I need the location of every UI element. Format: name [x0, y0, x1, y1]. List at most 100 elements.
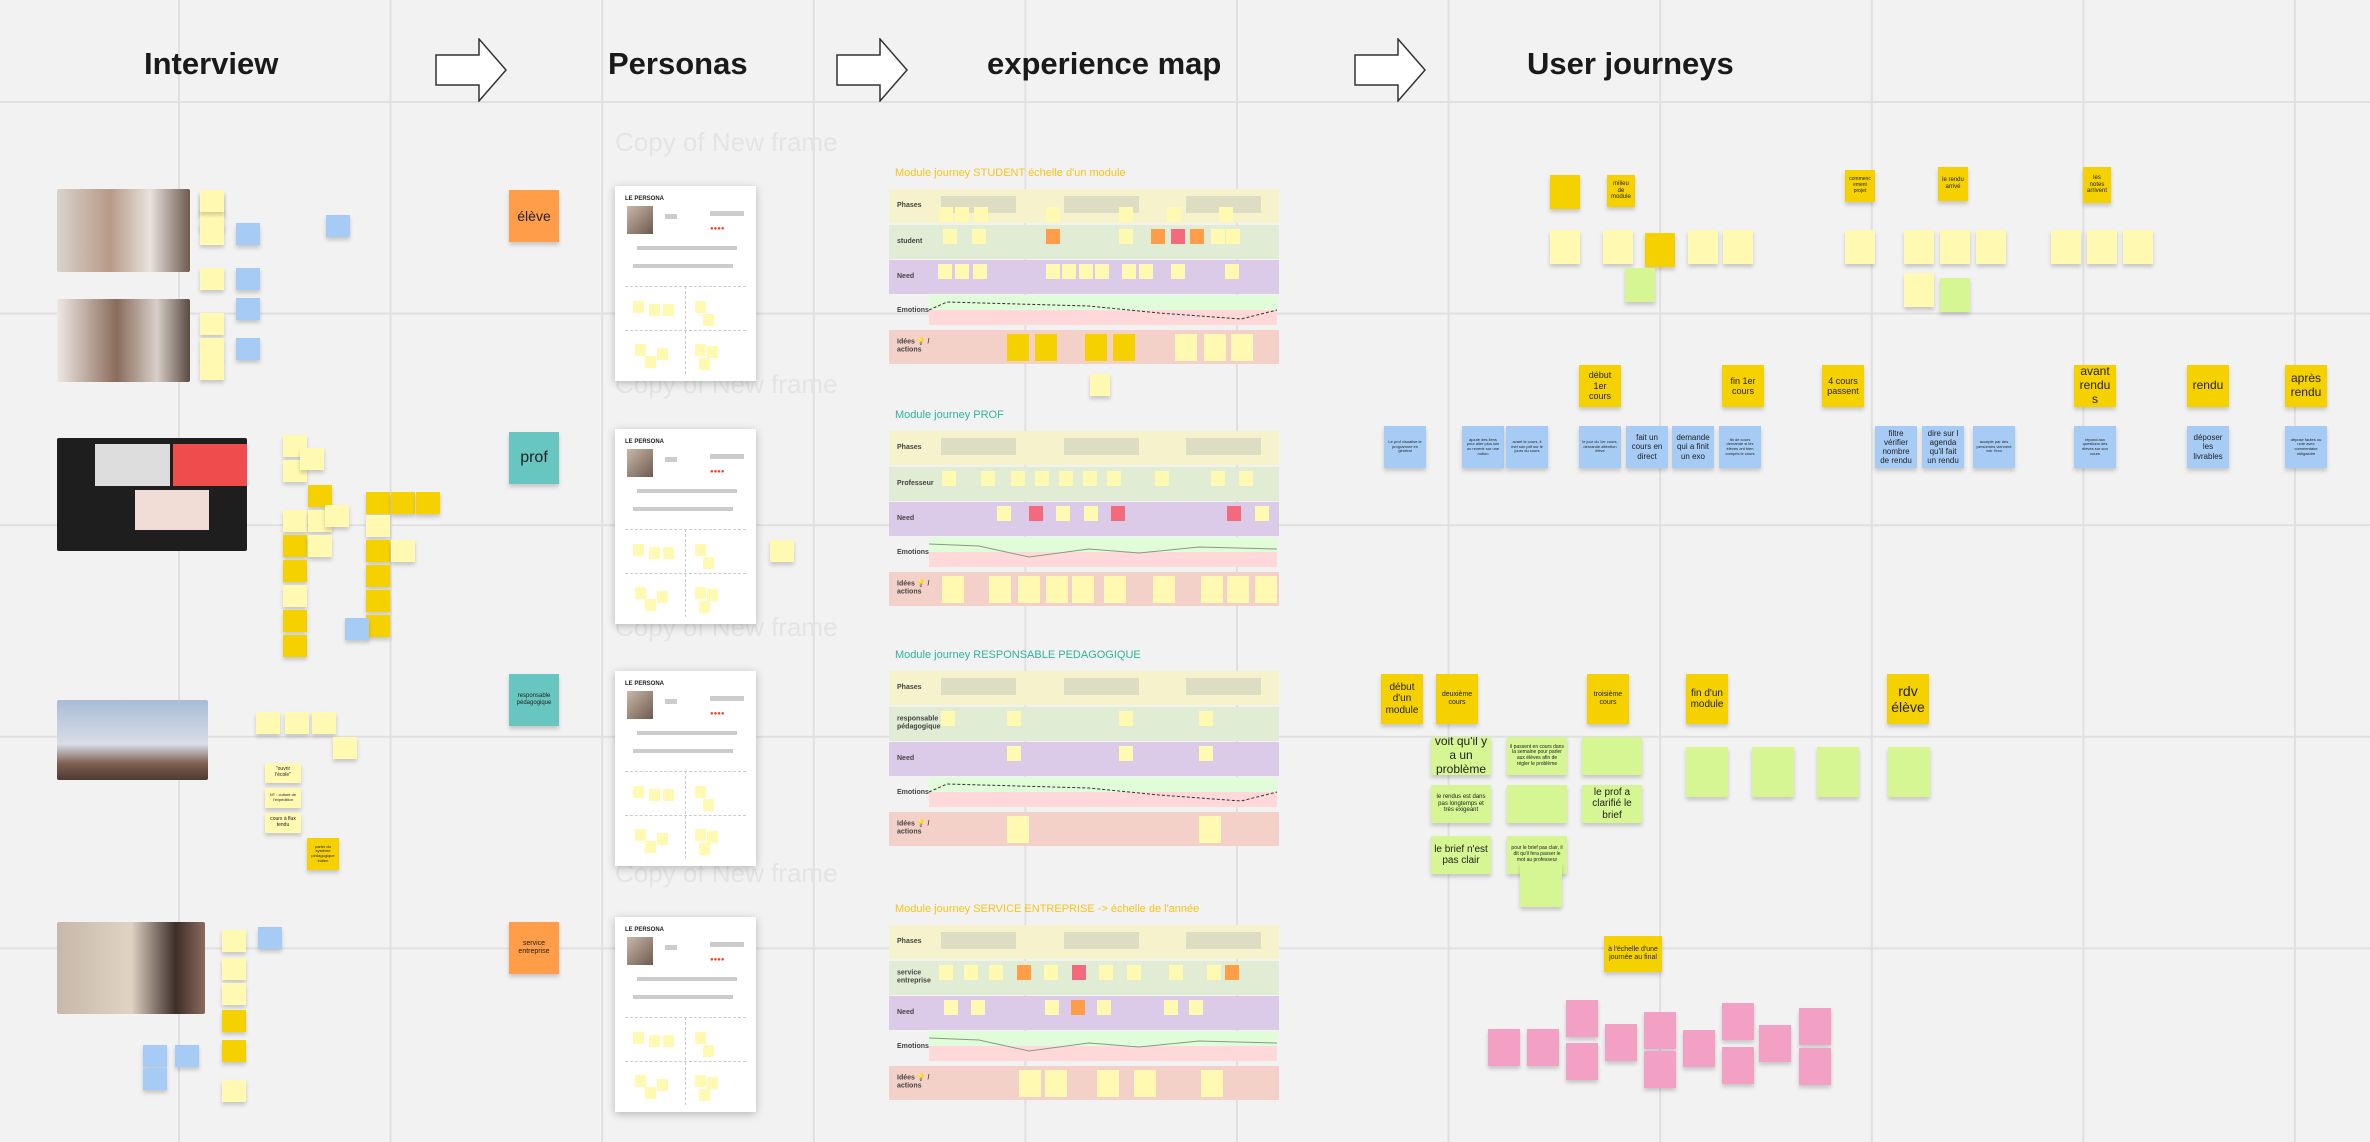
sticky-note[interactable] — [663, 547, 674, 559]
sticky-note[interactable] — [1171, 229, 1185, 244]
sticky-note[interactable] — [1603, 230, 1633, 264]
sticky-note[interactable] — [1520, 862, 1562, 907]
sticky-note[interactable] — [941, 711, 955, 726]
sticky-note[interactable] — [649, 304, 660, 316]
sticky-note[interactable] — [283, 510, 307, 532]
sticky-note[interactable] — [635, 587, 646, 599]
sticky-note[interactable] — [1062, 264, 1076, 279]
sticky-note[interactable] — [973, 264, 987, 279]
sticky-note[interactable] — [366, 515, 390, 537]
sticky-note[interactable] — [633, 544, 644, 556]
sticky-note[interactable] — [703, 799, 714, 811]
interview-video-thumbnail[interactable] — [57, 922, 205, 1014]
sticky-note[interactable] — [366, 492, 390, 514]
sticky-note[interactable] — [258, 927, 282, 949]
sticky-note[interactable] — [1231, 334, 1253, 361]
sticky-note[interactable] — [2087, 230, 2117, 264]
sticky-note[interactable] — [1759, 1025, 1791, 1062]
sticky-note[interactable]: NT : culture de l'expédition — [265, 788, 301, 808]
journey-header[interactable]: à l'échelle d'une journée au final — [1604, 936, 1662, 972]
journey-step[interactable]: le rendus est dans pas longtemps et très… — [1431, 785, 1491, 823]
sticky-note[interactable] — [635, 829, 646, 841]
sticky-note[interactable] — [1035, 334, 1057, 361]
sticky-note[interactable] — [699, 358, 710, 370]
sticky-note[interactable] — [1566, 1043, 1598, 1080]
sticky-note[interactable] — [695, 1032, 706, 1044]
sticky-note[interactable] — [1071, 1000, 1085, 1015]
sticky-note[interactable] — [283, 560, 307, 582]
interview-video-call-thumbnail[interactable] — [57, 438, 247, 551]
sticky-note[interactable] — [645, 1087, 656, 1099]
sticky-note[interactable] — [236, 298, 260, 320]
sticky-note[interactable] — [1007, 816, 1029, 843]
sticky-note[interactable] — [1119, 746, 1133, 761]
journey-step[interactable]: filtre vérifier nombre de rendu — [1875, 426, 1917, 468]
sticky-note[interactable] — [222, 1010, 246, 1032]
sticky-note[interactable] — [308, 485, 332, 507]
sticky-note[interactable] — [1225, 264, 1239, 279]
sticky-note[interactable] — [1225, 965, 1239, 980]
sticky-note[interactable] — [1046, 207, 1060, 222]
sticky-note[interactable] — [695, 587, 706, 599]
sticky-note[interactable] — [1189, 1000, 1203, 1015]
journey-header[interactable]: commencement projet — [1845, 170, 1875, 202]
sticky-note[interactable] — [1644, 1051, 1676, 1088]
journey-step[interactable]: répond aux questions des élèves sur son … — [2074, 426, 2116, 468]
sticky-note[interactable] — [283, 635, 307, 657]
interview-video-thumbnail[interactable] — [57, 189, 190, 272]
sticky-note[interactable] — [1139, 264, 1153, 279]
journey-step[interactable]: le brief n'est pas clair — [1431, 836, 1491, 874]
sticky-note[interactable] — [1113, 334, 1135, 361]
sticky-note[interactable] — [1095, 264, 1109, 279]
sticky-note[interactable] — [955, 264, 969, 279]
journey-header[interactable]: 4 cours passent — [1822, 365, 1864, 407]
sticky-note[interactable] — [944, 1000, 958, 1015]
sticky-note[interactable] — [703, 314, 714, 326]
sticky-note[interactable] — [695, 301, 706, 313]
sticky-note[interactable] — [1155, 471, 1169, 486]
sticky-note[interactable] — [1904, 273, 1934, 307]
sticky-note[interactable] — [256, 712, 280, 734]
journey-step[interactable]: accepte par des personnes viennent voir … — [1973, 426, 2015, 468]
sticky-note[interactable] — [1097, 1070, 1119, 1097]
sticky-note[interactable]: parler du système pédagogique indien — [307, 838, 339, 870]
sticky-note[interactable] — [1090, 374, 1110, 396]
sticky-note[interactable] — [1799, 1048, 1831, 1085]
sticky-note[interactable] — [236, 268, 260, 290]
sticky-note[interactable] — [1204, 334, 1226, 361]
sticky-note[interactable] — [1255, 576, 1277, 603]
sticky-note[interactable] — [1227, 576, 1249, 603]
sticky-note[interactable] — [1644, 1012, 1676, 1049]
sticky-note[interactable] — [1940, 230, 1970, 264]
sticky-note[interactable] — [1169, 965, 1183, 980]
sticky-note[interactable] — [1019, 1070, 1041, 1097]
phase-box[interactable] — [1186, 678, 1261, 695]
sticky-note[interactable] — [1207, 965, 1221, 980]
sticky-note[interactable] — [308, 535, 332, 557]
journey-header[interactable]: milieu de module — [1607, 175, 1635, 207]
sticky-note[interactable] — [333, 737, 357, 759]
sticky-note[interactable] — [283, 610, 307, 632]
phase-box[interactable] — [941, 438, 1016, 455]
sticky-note[interactable] — [416, 492, 440, 514]
phase-box[interactable] — [1186, 196, 1261, 213]
sticky-note[interactable] — [1007, 334, 1029, 361]
sticky-note[interactable] — [703, 1045, 714, 1057]
sticky-note[interactable] — [964, 965, 978, 980]
persona-label-prof[interactable]: prof — [509, 432, 559, 484]
sticky-note[interactable] — [1007, 711, 1021, 726]
sticky-note[interactable] — [1799, 1008, 1831, 1045]
phase-box[interactable] — [1186, 438, 1261, 455]
sticky-note[interactable] — [699, 601, 710, 613]
sticky-note[interactable] — [1219, 207, 1233, 222]
sticky-note[interactable] — [981, 471, 995, 486]
sticky-note[interactable] — [1201, 1070, 1223, 1097]
journey-step[interactable]: Le prof visualise le programme en généra… — [1384, 426, 1426, 468]
journey-step[interactable]: fait un cours en direct — [1626, 426, 1668, 468]
sticky-note[interactable] — [1151, 229, 1165, 244]
sticky-note[interactable] — [1085, 334, 1107, 361]
sticky-note[interactable] — [1029, 506, 1043, 521]
sticky-note[interactable] — [972, 229, 986, 244]
